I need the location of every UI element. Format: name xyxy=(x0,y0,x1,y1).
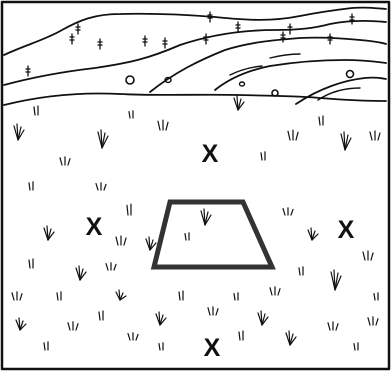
hill-inner-ridge xyxy=(150,38,386,92)
tree xyxy=(98,39,102,49)
tree xyxy=(143,36,147,46)
grass-tuft xyxy=(156,312,166,325)
grass-tuft xyxy=(370,131,380,140)
hill-back-ridge xyxy=(4,8,386,55)
grass-tuft xyxy=(99,311,103,320)
grass-tuft xyxy=(328,322,338,330)
grass-tuft xyxy=(76,266,86,280)
meadow-horizon xyxy=(4,93,386,105)
grass-tuft xyxy=(14,124,24,140)
grass-tuft xyxy=(68,322,78,330)
marker-x-top: X xyxy=(195,142,225,167)
grass-tuft xyxy=(29,182,33,190)
grass-tuft xyxy=(44,342,48,350)
grass-tuft xyxy=(286,331,296,345)
tree xyxy=(328,34,332,44)
tree xyxy=(350,14,354,24)
grass-tuft xyxy=(341,132,351,150)
grass-tuft xyxy=(98,130,108,148)
grass-tuft xyxy=(319,116,323,125)
grass-tuft xyxy=(16,318,26,330)
grass-tuft xyxy=(239,331,243,340)
grass-tuft xyxy=(129,111,133,118)
grass-tuft xyxy=(127,204,131,215)
frame-border xyxy=(2,2,389,369)
grass-tuft xyxy=(331,270,341,290)
grass-tuft xyxy=(96,183,106,190)
grass-tuft xyxy=(159,343,163,350)
grass-tuft xyxy=(288,130,298,140)
grass-tuft xyxy=(29,259,33,268)
grass-tuft xyxy=(106,263,116,270)
bush-1 xyxy=(126,76,134,84)
marker-x-left: X xyxy=(79,215,109,240)
grass-tuft xyxy=(374,293,378,300)
grass-tuft xyxy=(44,226,54,240)
grass-tuft xyxy=(354,343,358,350)
tree xyxy=(236,22,240,32)
grass-tufts xyxy=(12,96,380,350)
grass-tuft xyxy=(368,317,378,325)
tree xyxy=(204,34,208,44)
grass-tuft xyxy=(116,290,126,300)
hills xyxy=(4,8,386,105)
grass-tuft xyxy=(57,292,61,300)
rock-2 xyxy=(240,82,245,86)
grass-tuft xyxy=(363,251,373,260)
grass-tuft xyxy=(201,209,211,225)
tree xyxy=(76,24,80,34)
grass-tuft xyxy=(116,236,126,245)
grass-tuft xyxy=(60,157,70,165)
grass-tuft xyxy=(12,292,22,300)
grass-tuft xyxy=(283,208,293,215)
grass-tuft xyxy=(34,106,38,115)
grass-tuft xyxy=(270,287,280,295)
grass-tuft xyxy=(146,237,156,250)
tree xyxy=(26,66,30,76)
bush-2 xyxy=(347,71,354,78)
tree xyxy=(70,34,74,44)
tree xyxy=(163,38,167,48)
grass-tuft xyxy=(185,233,189,240)
grass-tuft xyxy=(234,293,238,300)
grass-tuft xyxy=(128,333,138,340)
grass-tuft xyxy=(179,291,183,300)
grass-tuft xyxy=(208,307,218,315)
grass-tuft xyxy=(158,120,168,130)
grass-tuft xyxy=(258,311,268,325)
marker-x-right: X xyxy=(331,218,361,243)
quadrat-frame xyxy=(154,202,272,267)
grass-tuft xyxy=(261,152,265,160)
marker-x-bottom: X xyxy=(197,336,227,361)
grass-tuft xyxy=(308,228,318,240)
grass-tuft xyxy=(299,267,303,275)
grass-tuft xyxy=(234,96,244,110)
